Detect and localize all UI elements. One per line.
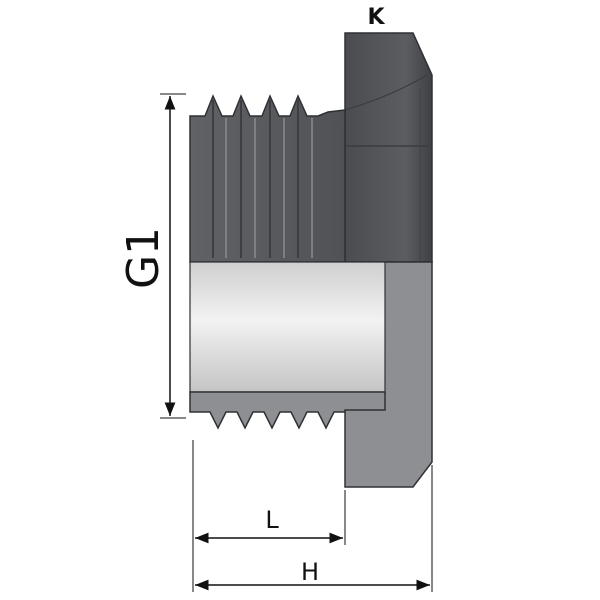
extension-lines bbox=[160, 93, 433, 592]
thread-highlights bbox=[225, 118, 313, 258]
label-h: H bbox=[301, 558, 319, 586]
internal-bore bbox=[189, 261, 386, 393]
thread-ridges bbox=[212, 100, 299, 258]
label-k: K bbox=[367, 5, 385, 30]
label-g1: G1 bbox=[118, 227, 169, 289]
label-l: L bbox=[265, 506, 279, 534]
hex-chamfer-curve bbox=[344, 74, 428, 111]
hex-head-upper bbox=[344, 32, 433, 263]
thread-shank-upper bbox=[189, 94, 346, 263]
thread-shank-lower-section bbox=[189, 391, 386, 430]
